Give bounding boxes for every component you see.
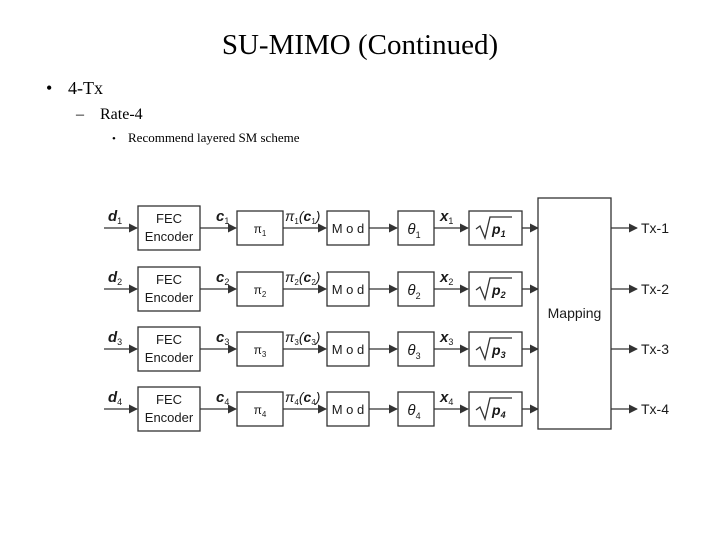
mapping-label: Mapping [548, 305, 602, 321]
fec-label-line1: FEC [156, 272, 182, 287]
symbol-label: x1 [439, 208, 453, 226]
interleaver-label: π1 [254, 222, 267, 238]
bullet-level1: • 4-Tx [46, 78, 103, 99]
theta-label: θ2 [407, 282, 420, 301]
fec-label-line1: FEC [156, 392, 182, 407]
symbol-label: x3 [439, 329, 453, 347]
theta-label: θ1 [407, 221, 420, 240]
bullet-text: Rate-4 [100, 106, 143, 123]
tx-output-label: Tx-1 [641, 220, 669, 236]
slide-title: SU-MIMO (Continued) [221, 29, 499, 61]
fec-label-line1: FEC [156, 332, 182, 347]
interleaver-label: π3 [254, 343, 267, 359]
interleaver-block [236, 210, 284, 246]
mapping-block: Mapping [537, 197, 612, 430]
data-input-label: d4 [108, 389, 122, 407]
sqrt-radical [475, 216, 512, 241]
fec-label-line2: Encoder [145, 229, 194, 244]
power-label: p3 [491, 342, 506, 360]
theta-block [397, 210, 435, 246]
data-input-label: d2 [108, 269, 122, 287]
modulator-label: M o d [332, 342, 365, 357]
sqrt-radical [475, 337, 512, 362]
theta-block [397, 391, 435, 427]
symbol-label: x4 [439, 389, 453, 407]
bullet-level3: • Recommend layered SM scheme [112, 130, 299, 146]
fec-label-line2: Encoder [145, 350, 194, 365]
fec-encoder-block [137, 205, 201, 251]
data-input-label: d1 [108, 208, 122, 226]
bullet-marker: – [76, 106, 84, 123]
interleaved-codeword-label: π2(c2) [285, 269, 320, 287]
interleaved-codeword-label: π1(c1) [285, 208, 320, 226]
theta-label: θ4 [407, 402, 420, 421]
theta-block [397, 331, 435, 367]
fec-label-line2: Encoder [145, 290, 194, 305]
theta-block [397, 271, 435, 307]
data-input-label: d3 [108, 329, 122, 347]
codeword-label: c3 [216, 329, 229, 347]
sqrt-radical [475, 397, 512, 422]
interleaved-codeword-label: π3(c3) [285, 329, 320, 347]
modulator-label: M o d [332, 221, 365, 236]
codeword-label: c4 [216, 389, 229, 407]
fec-encoder-block [137, 386, 201, 432]
fec-label-line1: FEC [156, 211, 182, 226]
power-label: p4 [491, 402, 506, 420]
symbol-label: x2 [439, 269, 453, 287]
modulator-block [326, 210, 370, 246]
modulator-block [326, 331, 370, 367]
interleaver-block [236, 391, 284, 427]
power-label: p2 [491, 282, 506, 300]
power-label: p1 [491, 221, 506, 239]
codeword-label: c1 [216, 208, 229, 226]
tx-output-label: Tx-3 [641, 341, 669, 357]
codeword-label: c2 [216, 269, 229, 287]
bullet-marker: • [112, 133, 116, 145]
fec-label-line2: Encoder [145, 410, 194, 425]
bullet-marker: • [46, 78, 53, 98]
interleaver-label: π2 [254, 283, 267, 299]
interleaver-label: π4 [254, 403, 267, 419]
interleaver-block [236, 331, 284, 367]
fec-encoder-block [137, 266, 201, 312]
tx-output-label: Tx-4 [641, 401, 669, 417]
interleaver-block [236, 271, 284, 307]
sqrt-radical [475, 277, 512, 302]
bullet-level2: –Rate-4 [76, 106, 143, 124]
theta-label: θ3 [407, 342, 420, 361]
interleaved-codeword-label: π4(c4) [285, 389, 320, 407]
modulator-block [326, 391, 370, 427]
modulator-block [326, 271, 370, 307]
modulator-label: M o d [332, 282, 365, 297]
tx-output-label: Tx-2 [641, 281, 669, 297]
bullet-text: Recommend layered SM scheme [128, 130, 300, 145]
fec-encoder-block [137, 326, 201, 372]
bullet-text: 4-Tx [68, 78, 103, 98]
modulator-label: M o d [332, 402, 365, 417]
